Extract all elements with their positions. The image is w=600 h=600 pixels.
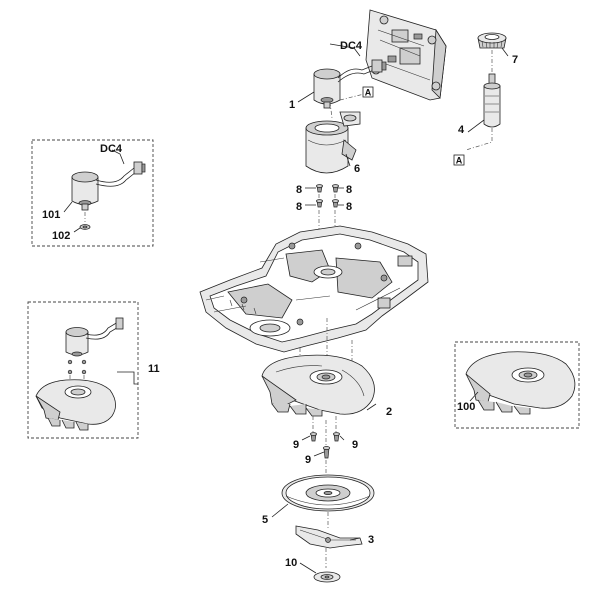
callout-7: 7 — [512, 54, 518, 66]
ref-marker-top: A — [362, 86, 374, 98]
callout-11: 11 — [148, 363, 160, 375]
screws-8 — [316, 184, 339, 208]
callout-8-bottom-right: 8 — [346, 201, 352, 213]
motor-housing-6 — [305, 111, 361, 174]
connector-label-main: DC4 — [340, 40, 363, 52]
callout-10: 10 — [285, 557, 297, 569]
inset-box-motor-101 — [31, 139, 154, 247]
callout-8-top-left: 8 — [296, 184, 302, 196]
motor-1 — [313, 59, 387, 109]
svg-text:A: A — [365, 88, 372, 98]
callout-8-bottom-left: 8 — [296, 201, 302, 213]
callout-2: 2 — [386, 406, 392, 418]
control-board — [365, 9, 447, 101]
callout-8-top-right: 8 — [346, 184, 352, 196]
assembly-11 — [35, 317, 124, 431]
callout-5: 5 — [262, 514, 268, 526]
chassis — [199, 225, 429, 353]
screws-9 — [310, 432, 340, 459]
callout-9-left: 9 — [293, 439, 299, 451]
inset-box-11 — [27, 301, 139, 439]
callout-4: 4 — [458, 124, 465, 136]
svg-text:A: A — [456, 156, 463, 166]
callout-1: 1 — [289, 99, 295, 111]
callout-101: 101 — [42, 209, 60, 221]
adjust-shaft-4 — [483, 73, 501, 128]
inset-box-100 — [454, 341, 580, 429]
blade-guard-2 — [261, 354, 375, 417]
blade-3 — [295, 525, 363, 549]
callout-3: 3 — [368, 534, 374, 546]
blade-washer-10 — [313, 571, 341, 583]
callout-9-right: 9 — [352, 439, 358, 451]
height-knob-7 — [477, 32, 507, 49]
callout-9-center: 9 — [305, 454, 311, 466]
callout-6: 6 — [354, 163, 360, 175]
callout-100: 100 — [457, 401, 475, 413]
motor-101 — [71, 161, 146, 211]
blade-guard-100 — [465, 351, 576, 415]
leader-lines — [63, 43, 509, 574]
callout-102: 102 — [52, 230, 70, 242]
ref-marker-bottom: A — [453, 154, 465, 166]
blade-disc-5 — [281, 474, 375, 512]
connector-label-inset: DC4 — [100, 143, 123, 155]
part-102 — [79, 224, 91, 230]
